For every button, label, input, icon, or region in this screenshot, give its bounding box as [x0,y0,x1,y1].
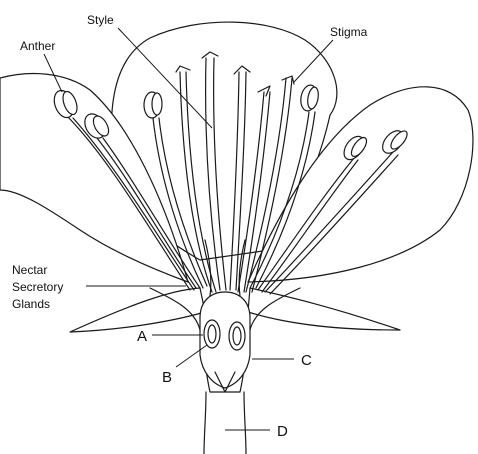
label-nectar-line2: Secretory [12,280,63,294]
stem [204,392,206,454]
label-b: B [162,369,172,386]
label-nectar-line1: Nectar [12,263,47,277]
ovule-left-inner [208,325,216,343]
label-anther: Anther [20,39,55,53]
label-d: D [277,423,288,440]
label-nectar-line3: Glands [12,297,50,311]
petal-lower-right [248,288,400,330]
petal-lower-left [70,288,205,332]
label-style: Style [87,13,114,27]
label-a: A [137,328,147,345]
label-c: C [301,352,312,369]
anther [152,93,162,115]
label-stigma: Stigma [330,25,368,39]
ovule-right-inner [233,327,241,345]
stem [244,392,246,454]
